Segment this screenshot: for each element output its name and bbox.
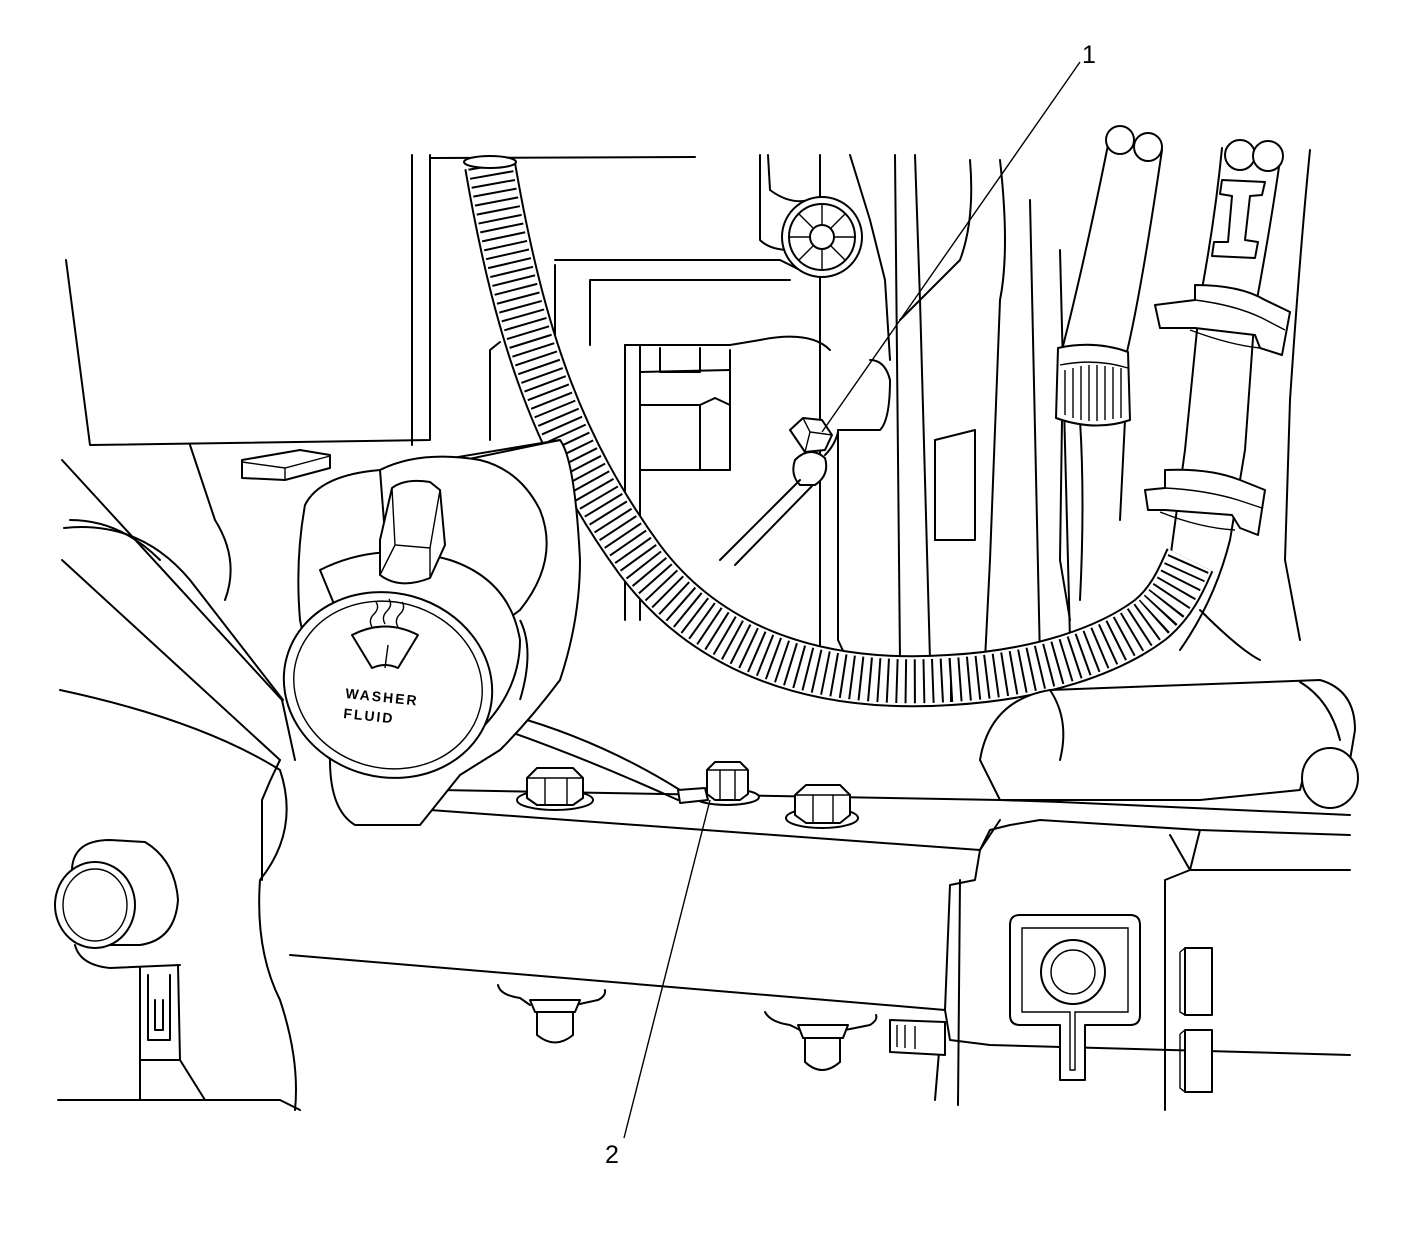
- lower-stud-left: [497, 984, 607, 1044]
- ground-lead-2: [504, 714, 709, 804]
- upper-left-panel: [65, 154, 696, 446]
- radial-clip: [781, 196, 863, 278]
- left-plug: [54, 839, 181, 969]
- left-body-structure: [57, 444, 301, 1111]
- callout-2: 2: [605, 799, 711, 1169]
- cap-label-fluid: FLUID: [343, 705, 396, 726]
- lower-rail: [289, 789, 1351, 1111]
- callout-1: 1: [821, 41, 1096, 433]
- rail-tab: [889, 1019, 946, 1056]
- right-side-tabs: [1179, 947, 1213, 1093]
- ground-stud-1: [719, 417, 839, 566]
- right-hose-clamp-upper: [1154, 284, 1291, 356]
- central-mount: [489, 154, 1084, 661]
- callout-label-2: 2: [605, 1141, 619, 1169]
- right-hose-clamp-lower: [1144, 468, 1266, 536]
- leader-line-2: [623, 799, 711, 1139]
- left-bracket-clip: [139, 964, 206, 1101]
- hex-bolt-right: [785, 784, 859, 829]
- cap-label-washer: WASHER: [345, 685, 420, 709]
- lower-stud-right: [764, 1011, 878, 1071]
- small-tab: [241, 449, 331, 481]
- left-hose-clamp: [1055, 343, 1131, 427]
- hex-bolt-2: [694, 761, 760, 806]
- wiring-harness: [463, 155, 1214, 708]
- windshield-wiper-icon: [351, 598, 419, 669]
- hex-bolt-left: [516, 767, 594, 811]
- washer-cap: [282, 479, 521, 779]
- left-hose: [1059, 125, 1163, 621]
- keyhole-bracket: [1009, 914, 1141, 1081]
- leader-line-1: [821, 61, 1081, 433]
- lower-right-cylinder: [979, 679, 1359, 809]
- callout-label-1: 1: [1082, 41, 1096, 69]
